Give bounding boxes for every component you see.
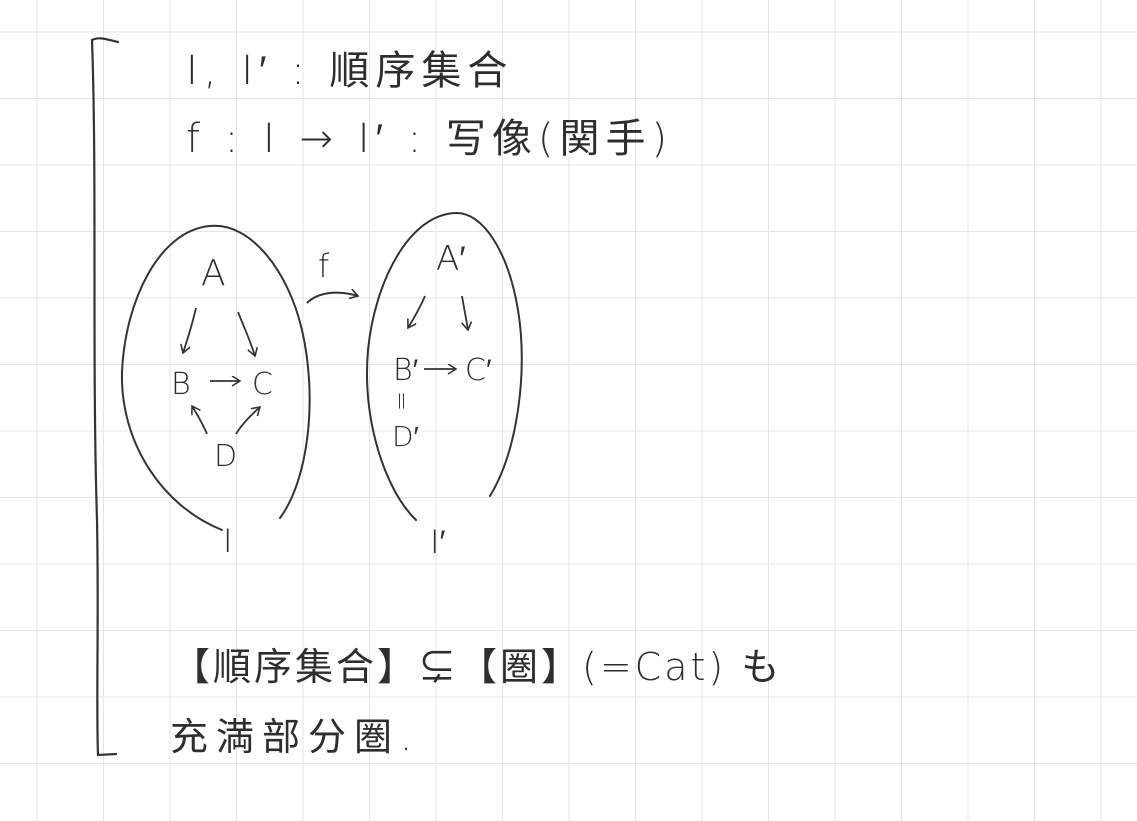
arrow-A-C [237, 311, 255, 356]
arrow-D-C [235, 407, 260, 435]
set-ellipse-right [366, 211, 523, 521]
equals-sign: = [388, 391, 416, 411]
claim-full-subcategory: 【順序集合】⊊【圏】(=Cat) も [172, 645, 783, 689]
margin-bracket [90, 37, 120, 757]
functor-arrow [306, 293, 358, 304]
claim-conclusion: 充満部分圏. [170, 715, 421, 759]
arrow-D-B [192, 406, 208, 435]
node-D-prime: D′ [392, 420, 419, 453]
set-ellipse-left [120, 224, 311, 531]
node-B: B [171, 367, 191, 402]
functor-label: f [318, 247, 330, 285]
node-A: A [201, 253, 226, 294]
arrow-A-prime-B-prime [408, 295, 426, 328]
node-C-prime: C′ [465, 353, 492, 388]
node-D: D [214, 439, 237, 474]
node-B-prime: B′ [393, 353, 419, 388]
definition-ordered-sets: I, I′ : 順序集合 [186, 48, 514, 94]
definition-map: f : I → I′ : 写像(関手) [186, 116, 674, 162]
set-label-I-prime: I′ [430, 523, 445, 561]
set-label-I: I [223, 522, 232, 560]
arrow-A-B [183, 307, 197, 353]
node-A-prime: A′ [436, 239, 466, 279]
node-C: C [252, 367, 273, 402]
arrow-A-prime-C-prime [461, 295, 468, 330]
